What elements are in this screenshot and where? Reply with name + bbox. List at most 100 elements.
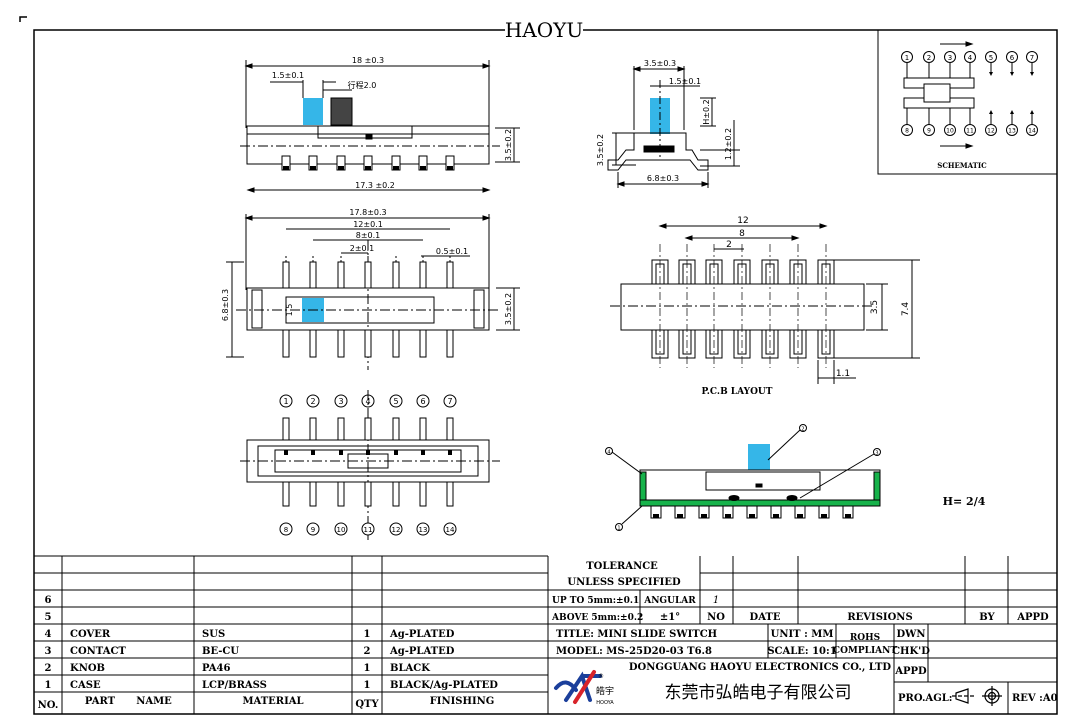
rev-header-appd: APPD [1016, 612, 1049, 623]
pin-number-circle [389, 522, 403, 536]
section-slider [705, 471, 821, 491]
bom-part: CASE [70, 680, 101, 691]
leader-2 [767, 429, 801, 461]
schematic-pin-circle [985, 124, 997, 136]
section-foot-tip [701, 514, 707, 518]
logo-mark-red [573, 670, 596, 704]
arrows [616, 181, 710, 187]
logo-cn: 皓宇 [596, 685, 614, 697]
bom-no: 4 [45, 629, 52, 640]
pin-lead-top [337, 261, 345, 289]
section-foot-tip [725, 514, 731, 518]
schematic-pin-circle [1026, 124, 1038, 136]
schematic-pin-circle [901, 124, 913, 136]
arrows [244, 215, 491, 221]
bom-qty: 1 [364, 663, 371, 674]
section-knob [748, 444, 770, 470]
pin-lead-bottom [337, 329, 345, 358]
schematic-pin-number: 14 [1028, 128, 1036, 135]
arrow-head [965, 143, 974, 149]
pin-number-circle [279, 522, 293, 536]
rev-header-by: BY [979, 612, 995, 623]
dim-side-knob-h: H±0.2 [702, 99, 711, 124]
pin-lead-top [419, 261, 427, 289]
schematic-pin-circle [944, 124, 956, 136]
section-foot-tip [749, 514, 755, 518]
pcb-pads [651, 244, 835, 368]
section-view [611, 429, 881, 525]
bom-header-name: NAME [136, 696, 172, 707]
pin-tip [283, 166, 289, 170]
dim-front-8: 8±0.1 [356, 231, 381, 240]
knob-dark [330, 97, 353, 126]
case-green-bottom [639, 499, 881, 507]
pin-lead-top [446, 261, 454, 289]
schematic-pin-number: 11 [966, 128, 974, 135]
revision-field: REV :A0 [1012, 693, 1058, 704]
pin-lead-top [446, 417, 454, 441]
pin-lead-bottom [309, 481, 317, 507]
contact-mark [365, 134, 373, 140]
pin-lead-bottom [419, 329, 427, 358]
pin-number: 13 [419, 526, 428, 534]
company-cn: 东莞市弘皓电子有限公司 [665, 683, 852, 703]
dim-overall: 18 ±0.3 [352, 56, 384, 65]
callout-circle [799, 424, 807, 432]
callout-3: 3 [875, 451, 878, 457]
pin-lead-top [309, 417, 317, 441]
rev-header-no: NO [707, 612, 725, 623]
dim-pcb-8: 8 [739, 229, 745, 239]
h-note: H= 2/4 [943, 495, 986, 508]
appd-label: APPD [894, 666, 927, 677]
pin-lead-bottom [446, 481, 454, 507]
dim-bottom: 17.3 ±0.2 [355, 181, 395, 190]
pin-lead-bottom [364, 481, 372, 507]
tolerance-angular-label: ANGULAR [643, 596, 696, 606]
pin-lead-bottom [337, 481, 345, 507]
schematic-pin-number: 4 [968, 54, 973, 62]
dim-front-pitch: 2±0.1 [350, 244, 375, 253]
bom-part: CONTACT [70, 646, 126, 657]
dim-side-knob: 1.5±0.1 [669, 77, 701, 86]
pin-lead-top [392, 417, 400, 441]
schematic-arrow [989, 110, 993, 114]
section-foot-tip [677, 514, 683, 518]
rohs-label: ROHS [850, 633, 880, 643]
pin-number: 11 [364, 526, 373, 534]
pin-lead-bottom [446, 329, 454, 358]
pin-contact [421, 450, 425, 455]
pin-number-circle [389, 394, 403, 408]
section-foot-tip [653, 514, 659, 518]
section-feet [650, 505, 854, 519]
front-end-right [473, 289, 485, 329]
dim-travel: 行程2.0 [348, 80, 377, 90]
bom-qty: 1 [364, 629, 371, 640]
callout-circle [615, 523, 623, 531]
dim-height: 3.5±0.2 [504, 129, 513, 161]
projection-cone [955, 688, 969, 704]
dim-pcb-2: 2 [726, 240, 732, 250]
pin-lead-bottom [392, 329, 400, 358]
tolerance-block [548, 556, 1057, 625]
pin-number-circle [334, 394, 348, 408]
tolerance-up-to: UP TO 5mm:±0.1 [552, 596, 639, 606]
schematic-arrow [1030, 110, 1034, 114]
pin-number: 1 [283, 397, 288, 406]
pin-contact [366, 450, 370, 455]
schematic-arrow [989, 72, 993, 76]
chkd-label: CHK'D [892, 646, 930, 657]
rev-header-revisions: REVISIONS [847, 612, 912, 623]
schematic-pin-circle [985, 51, 997, 63]
schematic-pin-number: 12 [987, 128, 995, 135]
schematic-pin-circle [944, 51, 956, 63]
bom-header-material: MATERIAL [242, 696, 303, 707]
compliant-label: COMPLIANT [833, 646, 897, 656]
pin-number: 10 [337, 526, 346, 534]
pin-lead-bottom [282, 481, 290, 507]
schematic-pin-number: 2 [927, 54, 931, 62]
pin-number: 6 [420, 397, 425, 406]
